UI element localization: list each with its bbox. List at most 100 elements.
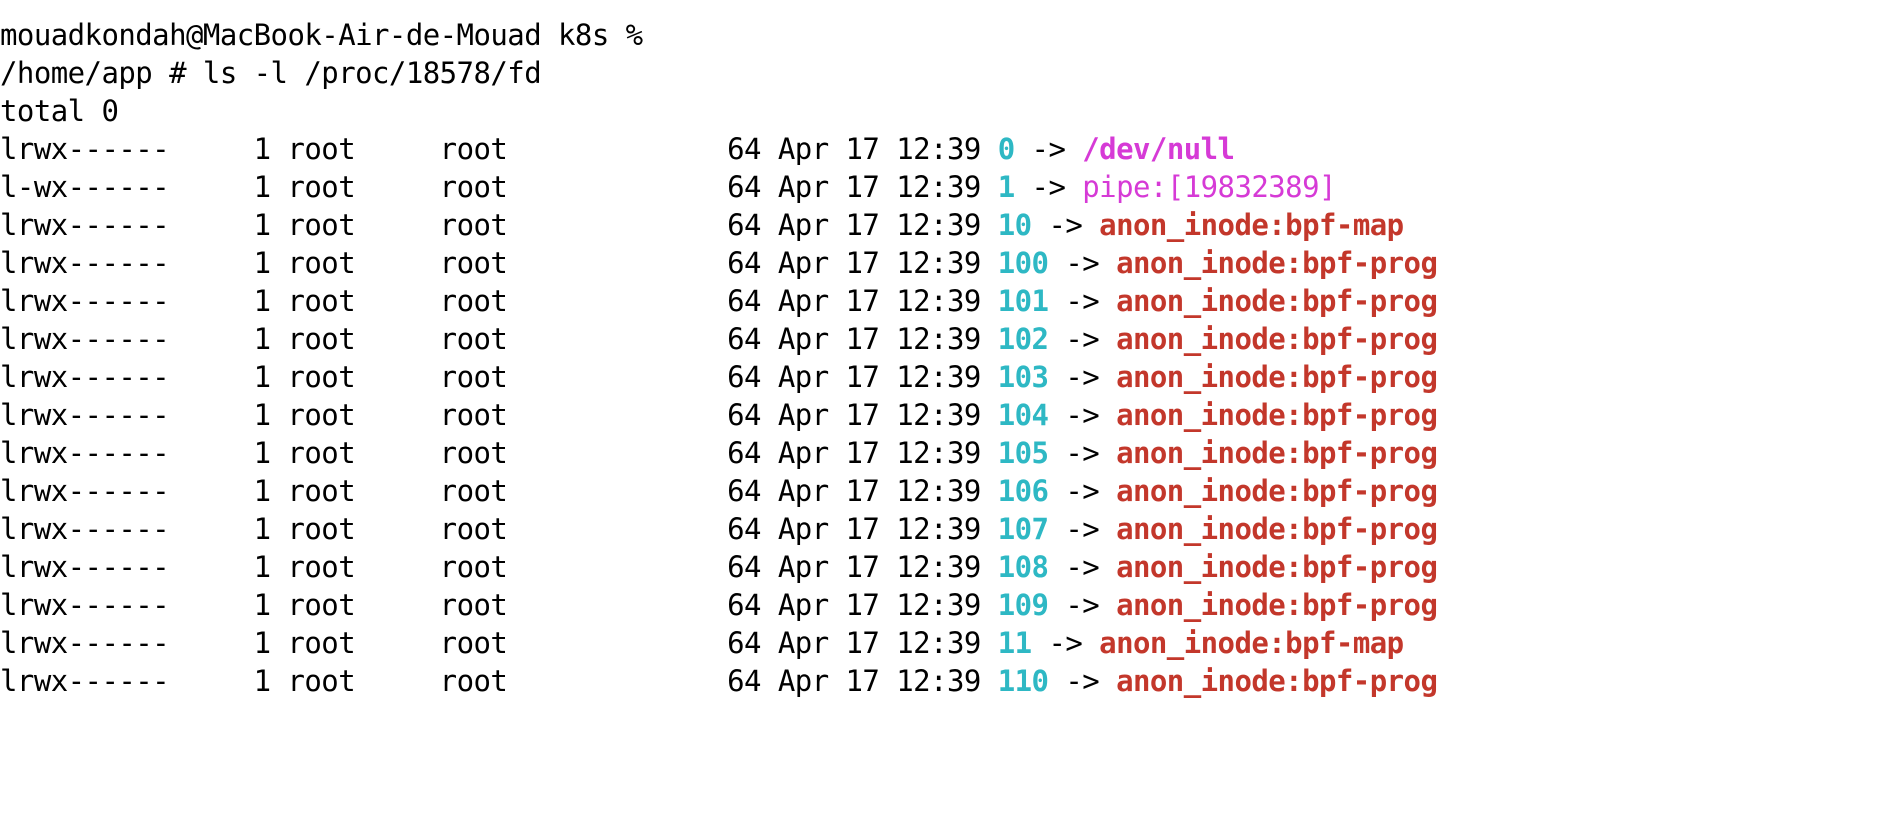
fd-group: root xyxy=(439,284,677,318)
fd-target: anon_inode:bpf-prog xyxy=(1116,284,1438,318)
fd-target: anon_inode:bpf-prog xyxy=(1116,550,1438,584)
fd-group: root xyxy=(439,512,677,546)
fd-number: 105 xyxy=(997,436,1049,470)
fd-target: pipe:[19832389] xyxy=(1082,170,1336,204)
fd-permissions: lrwx------ xyxy=(0,208,203,242)
fd-number: 102 xyxy=(997,322,1049,356)
fd-owner: root xyxy=(287,664,440,698)
fd-link-count: 1 xyxy=(202,246,288,280)
fd-date: Apr 17 12:39 xyxy=(777,550,998,584)
fd-target: anon_inode:bpf-prog xyxy=(1116,436,1438,470)
fd-date: Apr 17 12:39 xyxy=(777,170,998,204)
fd-entry-row: lrwx------ 1 root root 64 Apr 17 12:39 1… xyxy=(0,282,1892,320)
fd-owner: root xyxy=(287,284,440,318)
fd-target: anon_inode:bpf-prog xyxy=(1116,398,1438,432)
fd-symlink-arrow: -> xyxy=(1048,474,1117,508)
fd-date: Apr 17 12:39 xyxy=(777,664,998,698)
fd-link-count: 1 xyxy=(202,626,288,660)
fd-size: 64 xyxy=(676,550,778,584)
fd-link-count: 1 xyxy=(202,208,288,242)
fd-date: Apr 17 12:39 xyxy=(777,512,998,546)
fd-number: 107 xyxy=(997,512,1049,546)
fd-target: anon_inode:bpf-map xyxy=(1099,626,1404,660)
fd-entry-row: lrwx------ 1 root root 64 Apr 17 12:39 1… xyxy=(0,320,1892,358)
fd-entry-row: lrwx------ 1 root root 64 Apr 17 12:39 1… xyxy=(0,434,1892,472)
fd-permissions: lrwx------ xyxy=(0,360,203,394)
fd-entry-row: lrwx------ 1 root root 64 Apr 17 12:39 1… xyxy=(0,396,1892,434)
fd-group: root xyxy=(439,588,677,622)
fd-entry-row: lrwx------ 1 root root 64 Apr 17 12:39 1… xyxy=(0,358,1892,396)
command-line: /home/app # ls -l /proc/18578/fd xyxy=(0,56,542,90)
fd-size: 64 xyxy=(676,512,778,546)
fd-symlink-arrow: -> xyxy=(1014,170,1083,204)
fd-owner: root xyxy=(287,512,440,546)
fd-group: root xyxy=(439,322,677,356)
fd-symlink-arrow: -> xyxy=(1031,626,1100,660)
fd-symlink-arrow: -> xyxy=(1048,284,1117,318)
fd-group: root xyxy=(439,246,677,280)
fd-group: root xyxy=(439,398,677,432)
fd-number: 0 xyxy=(997,132,1015,166)
fd-group: root xyxy=(439,550,677,584)
fd-date: Apr 17 12:39 xyxy=(777,626,998,660)
fd-group: root xyxy=(439,170,677,204)
fd-entry-row: lrwx------ 1 root root 64 Apr 17 12:39 1… xyxy=(0,586,1892,624)
fd-target: anon_inode:bpf-prog xyxy=(1116,512,1438,546)
fd-entry-row: lrwx------ 1 root root 64 Apr 17 12:39 1… xyxy=(0,244,1892,282)
fd-date: Apr 17 12:39 xyxy=(777,246,998,280)
fd-link-count: 1 xyxy=(202,436,288,470)
fd-permissions: lrwx------ xyxy=(0,246,203,280)
fd-target: anon_inode:bpf-prog xyxy=(1116,588,1438,622)
fd-date: Apr 17 12:39 xyxy=(777,132,998,166)
fd-group: root xyxy=(439,664,677,698)
fd-owner: root xyxy=(287,398,440,432)
fd-date: Apr 17 12:39 xyxy=(777,360,998,394)
terminal-output[interactable]: mouadkondah@MacBook-Air-de-Mouad k8s % /… xyxy=(0,16,1892,700)
fd-size: 64 xyxy=(676,284,778,318)
shell-prompt-line: mouadkondah@MacBook-Air-de-Mouad k8s % xyxy=(0,18,643,52)
fd-size: 64 xyxy=(676,626,778,660)
fd-size: 64 xyxy=(676,208,778,242)
fd-target: anon_inode:bpf-map xyxy=(1099,208,1404,242)
fd-entry-row: lrwx------ 1 root root 64 Apr 17 12:39 1… xyxy=(0,548,1892,586)
fd-owner: root xyxy=(287,626,440,660)
fd-entry-row: lrwx------ 1 root root 64 Apr 17 12:39 1… xyxy=(0,472,1892,510)
fd-permissions: l-wx------ xyxy=(0,170,203,204)
fd-number: 104 xyxy=(997,398,1049,432)
fd-symlink-arrow: -> xyxy=(1048,398,1117,432)
fd-date: Apr 17 12:39 xyxy=(777,436,998,470)
fd-symlink-arrow: -> xyxy=(1048,436,1117,470)
fd-owner: root xyxy=(287,322,440,356)
fd-group: root xyxy=(439,436,677,470)
fd-permissions: lrwx------ xyxy=(0,132,203,166)
fd-link-count: 1 xyxy=(202,284,288,318)
fd-symlink-arrow: -> xyxy=(1048,360,1117,394)
fd-symlink-arrow: -> xyxy=(1048,550,1117,584)
fd-number: 100 xyxy=(997,246,1049,280)
fd-size: 64 xyxy=(676,132,778,166)
fd-permissions: lrwx------ xyxy=(0,436,203,470)
fd-group: root xyxy=(439,626,677,660)
fd-permissions: lrwx------ xyxy=(0,588,203,622)
fd-permissions: lrwx------ xyxy=(0,322,203,356)
fd-permissions: lrwx------ xyxy=(0,550,203,584)
fd-owner: root xyxy=(287,360,440,394)
fd-date: Apr 17 12:39 xyxy=(777,322,998,356)
fd-number: 103 xyxy=(997,360,1049,394)
fd-link-count: 1 xyxy=(202,664,288,698)
fd-number: 10 xyxy=(997,208,1032,242)
fd-target: /dev/null xyxy=(1082,132,1235,166)
fd-group: root xyxy=(439,474,677,508)
fd-link-count: 1 xyxy=(202,474,288,508)
fd-owner: root xyxy=(287,170,440,204)
fd-link-count: 1 xyxy=(202,322,288,356)
fd-number: 11 xyxy=(997,626,1032,660)
fd-date: Apr 17 12:39 xyxy=(777,284,998,318)
fd-entry-row: lrwx------ 1 root root 64 Apr 17 12:39 1… xyxy=(0,624,1892,662)
fd-permissions: lrwx------ xyxy=(0,664,203,698)
file-descriptor-listing: lrwx------ 1 root root 64 Apr 17 12:39 0… xyxy=(0,130,1892,700)
fd-link-count: 1 xyxy=(202,132,288,166)
fd-size: 64 xyxy=(676,246,778,280)
fd-target: anon_inode:bpf-prog xyxy=(1116,360,1438,394)
